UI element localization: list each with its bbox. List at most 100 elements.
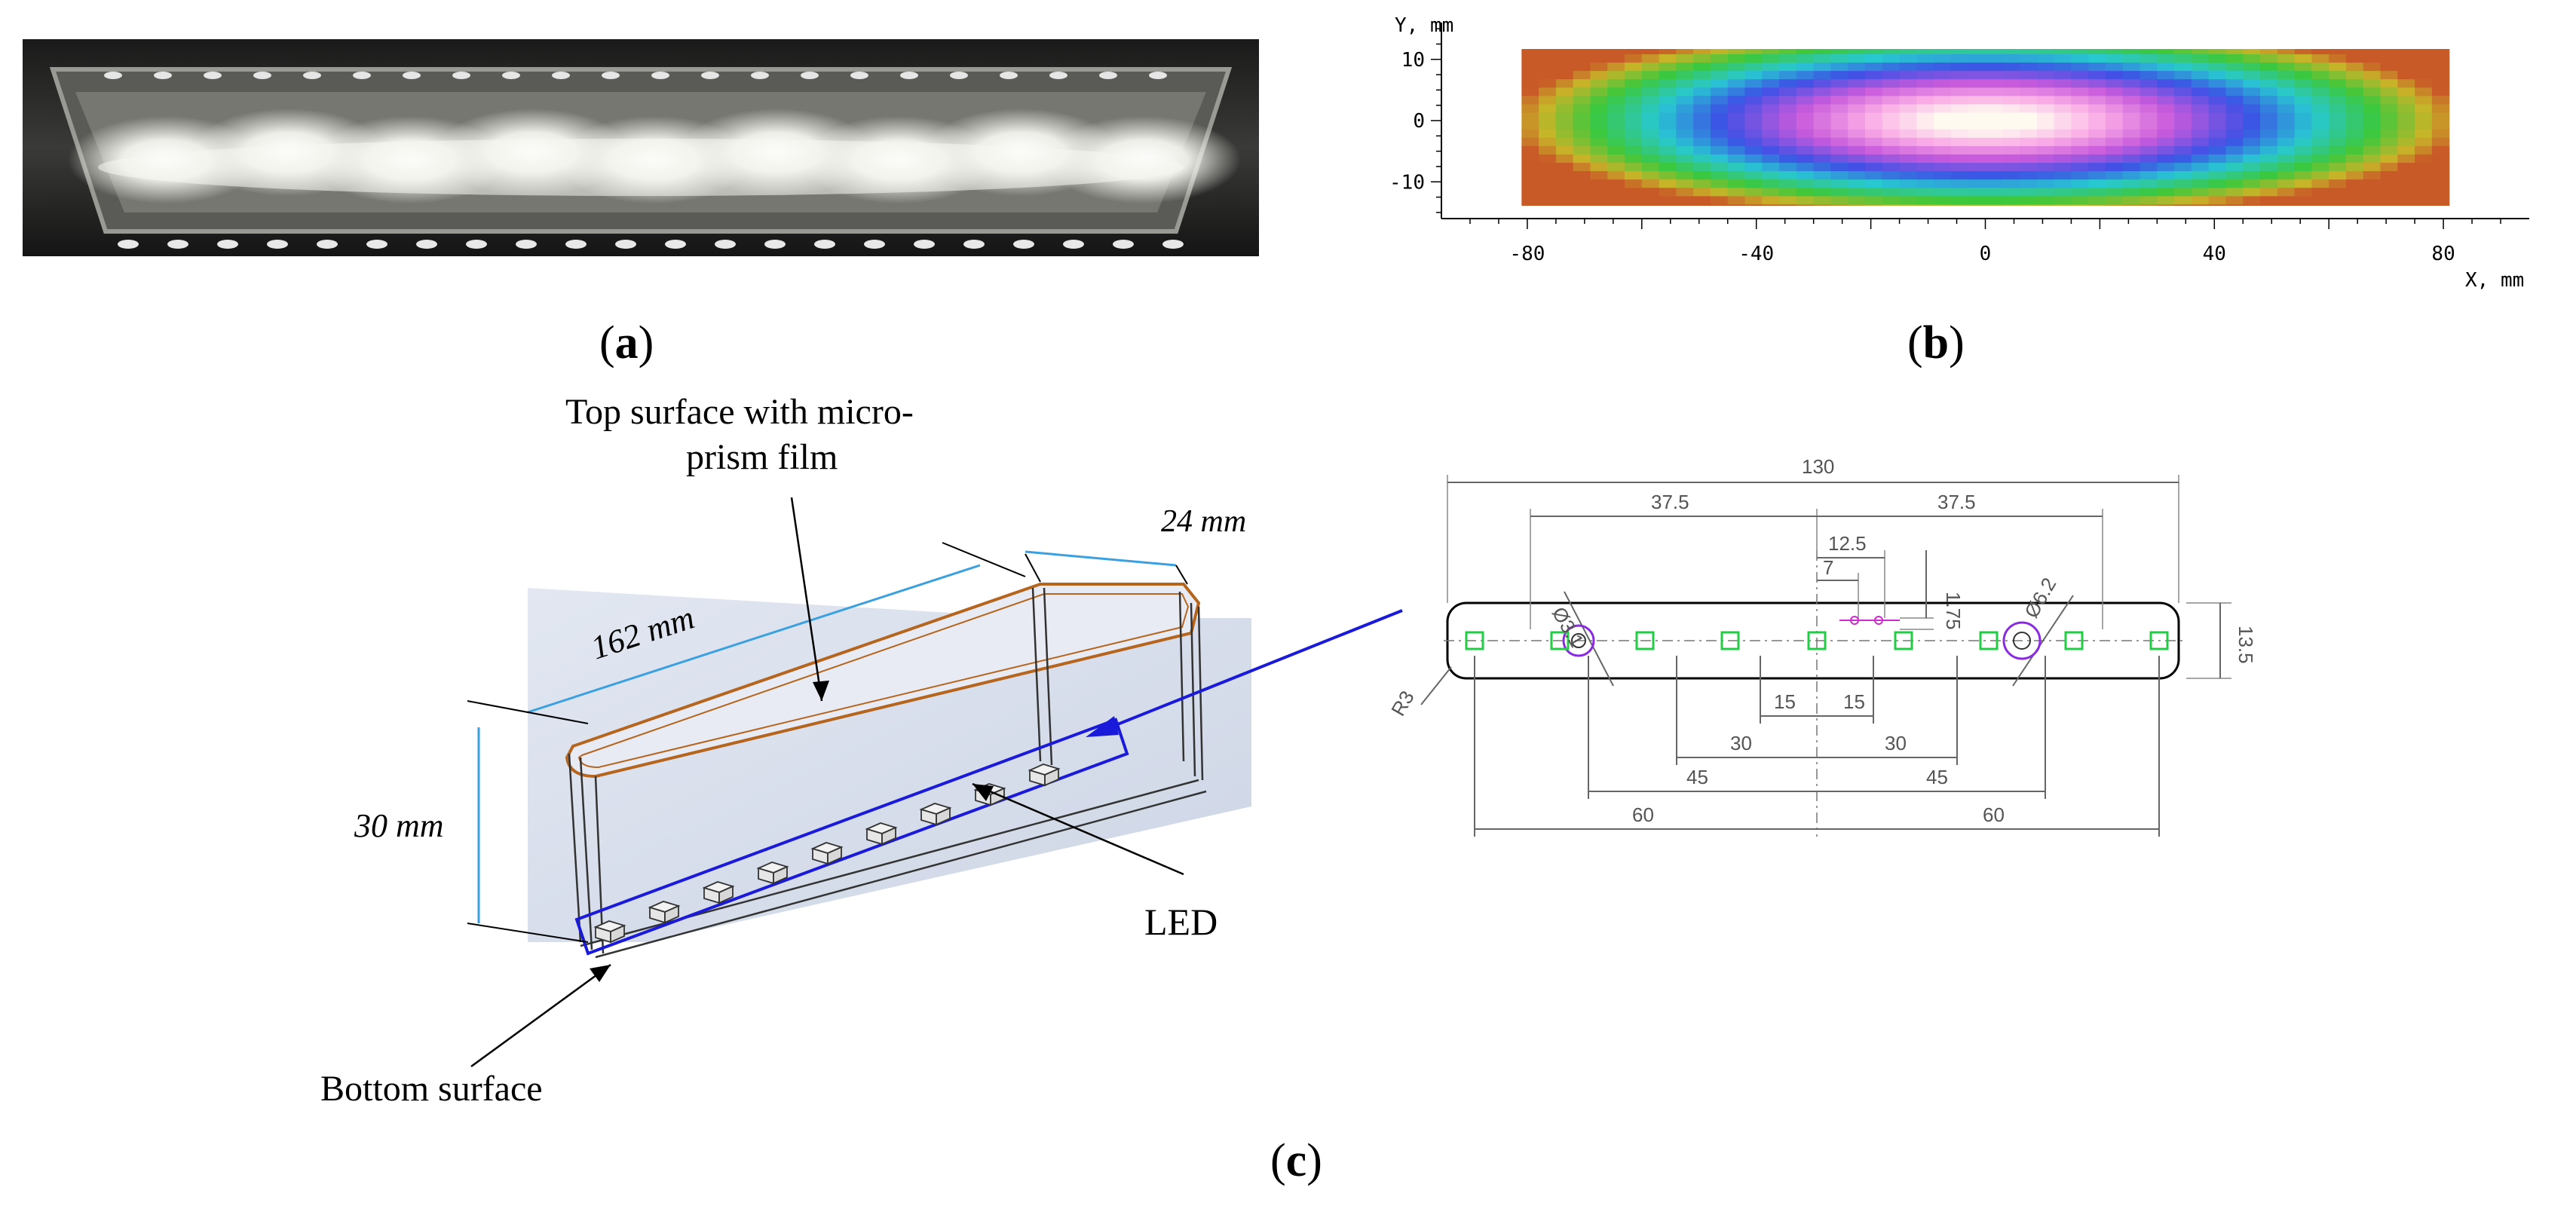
- heatmap-cell: [2036, 121, 2055, 130]
- heatmap-cell: [2122, 49, 2141, 54]
- heatmap-cell: [2088, 204, 2106, 206]
- heatmap-cell: [1607, 87, 1625, 96]
- heatmap-cell: [1934, 145, 1952, 155]
- heatmap-cell: [1916, 78, 1934, 88]
- heatmap-cell: [2363, 129, 2381, 138]
- heatmap-cell: [1813, 62, 1832, 72]
- heatmap-cell: [1951, 29, 1968, 38]
- heatmap-cell: [1848, 103, 1866, 113]
- heatmap-cell: [1813, 195, 1832, 205]
- heatmap-cell: [1865, 137, 1883, 146]
- heatmap-cell: [2431, 204, 2450, 206]
- heatmap-cell: [2345, 145, 2364, 155]
- heatmap-cell: [2157, 95, 2175, 105]
- heatmap-cell: [1950, 112, 1969, 121]
- heatmap-cell: [1865, 62, 1883, 72]
- heatmap-cell: [2363, 54, 2381, 63]
- heatmap-cell: [1762, 154, 1780, 163]
- heatmap-cell: [1693, 29, 1711, 38]
- heatmap-cell: [2192, 37, 2209, 46]
- heatmap-cell: [1710, 162, 1729, 172]
- edge-highlight: [1149, 72, 1167, 79]
- heatmap-cell: [2277, 54, 2296, 63]
- heatmap-cell: [1830, 179, 1849, 188]
- heatmap-cell: [2054, 29, 2072, 38]
- heatmap-cell: [2122, 187, 2141, 197]
- heatmap-cell: [2071, 204, 2089, 206]
- heatmap-cell: [2140, 195, 2158, 205]
- heatmap-cell: [2225, 29, 2243, 38]
- heatmap-cell: [1985, 54, 2003, 63]
- heatmap-cell: [2294, 187, 2312, 197]
- heatmap-cell: [1555, 170, 1574, 180]
- heatmap-cell: [1779, 70, 1797, 80]
- heatmap-cell: [1555, 187, 1574, 197]
- heatmap-cell: [2140, 95, 2158, 105]
- heatmap-cell: [2243, 154, 2261, 163]
- heatmap-cell: [1642, 37, 1659, 46]
- heatmap-cell: [1848, 204, 1866, 206]
- heatmap-cell: [1607, 179, 1625, 188]
- heatmap-cell: [1573, 145, 1591, 155]
- heatmap-cell: [1968, 78, 1986, 88]
- heatmap-cell: [2020, 121, 2038, 130]
- heatmap-cell: [2431, 145, 2450, 155]
- heatmap-cell: [2225, 37, 2243, 46]
- heatmap-cell: [2243, 170, 2261, 180]
- heatmap-cell: [1573, 103, 1591, 113]
- heatmap-cell: [2036, 62, 2055, 72]
- heatmap-cell: [1779, 187, 1797, 197]
- heatmap-cell: [1950, 179, 1969, 188]
- x-axis-label: X, mm: [2465, 269, 2524, 292]
- heatmap-cell: [2036, 179, 2055, 188]
- heatmap-cell: [2105, 87, 2124, 96]
- heatmap-cell: [2088, 121, 2106, 130]
- heatmap-cell: [1539, 78, 1557, 88]
- heatmap-cell: [1762, 129, 1780, 138]
- heatmap-cell: [2380, 49, 2398, 54]
- heatmap-cell: [2088, 179, 2106, 188]
- heatmap-cell: [1985, 62, 2003, 72]
- heatmap-cell: [1865, 179, 1883, 188]
- heatmap-cell: [2122, 195, 2141, 205]
- heatmap-cell: [2088, 29, 2106, 38]
- heatmap-cell: [2380, 137, 2398, 146]
- heatmap-cell: [1727, 154, 1746, 163]
- heatmap-cell: [2140, 49, 2158, 54]
- heatmap-cell: [1865, 154, 1883, 163]
- heatmap-cell: [2381, 37, 2398, 46]
- heatmap-cell: [2397, 62, 2415, 72]
- heatmap-cell: [2105, 145, 2124, 155]
- heatmap-cell: [1882, 187, 1901, 197]
- heatmap-cell: [2191, 121, 2210, 130]
- heatmap-cell: [1762, 70, 1780, 80]
- heatmap-cell: [2071, 29, 2088, 38]
- heatmap-cell: [1934, 62, 1952, 72]
- heatmap-cell: [2431, 137, 2450, 146]
- heatmap-cell: [1641, 78, 1660, 88]
- heatmap-cell: [2208, 154, 2227, 163]
- heatmap-cell: [2140, 62, 2158, 72]
- heatmap-cell: [1555, 204, 1574, 206]
- callout-arrow: [1086, 609, 1403, 737]
- heatmap-cell: [2345, 129, 2364, 138]
- heatmap-cell: [2345, 162, 2364, 172]
- heatmap-cell: [1985, 129, 2003, 138]
- heatmap-cell: [1693, 87, 1711, 96]
- heatmap-cell: [1744, 170, 1763, 180]
- heatmap-cell: [1641, 129, 1660, 138]
- heatmap-cell: [1900, 37, 1917, 46]
- heatmap-cell: [2140, 103, 2158, 113]
- heatmap-cell: [2329, 37, 2346, 46]
- heatmap-cell: [1607, 37, 1625, 46]
- heatmap-cell: [2329, 112, 2347, 121]
- led-footprint: [1720, 631, 1740, 650]
- heatmap-cell: [2036, 154, 2055, 163]
- heatmap-cell: [1676, 29, 1693, 38]
- heatmap-cell: [2329, 137, 2347, 146]
- edge-highlight: [217, 240, 238, 249]
- heatmap-cell: [1625, 204, 1643, 206]
- heatmap-cell: [2363, 29, 2381, 38]
- heatmap-cell: [1934, 95, 1952, 105]
